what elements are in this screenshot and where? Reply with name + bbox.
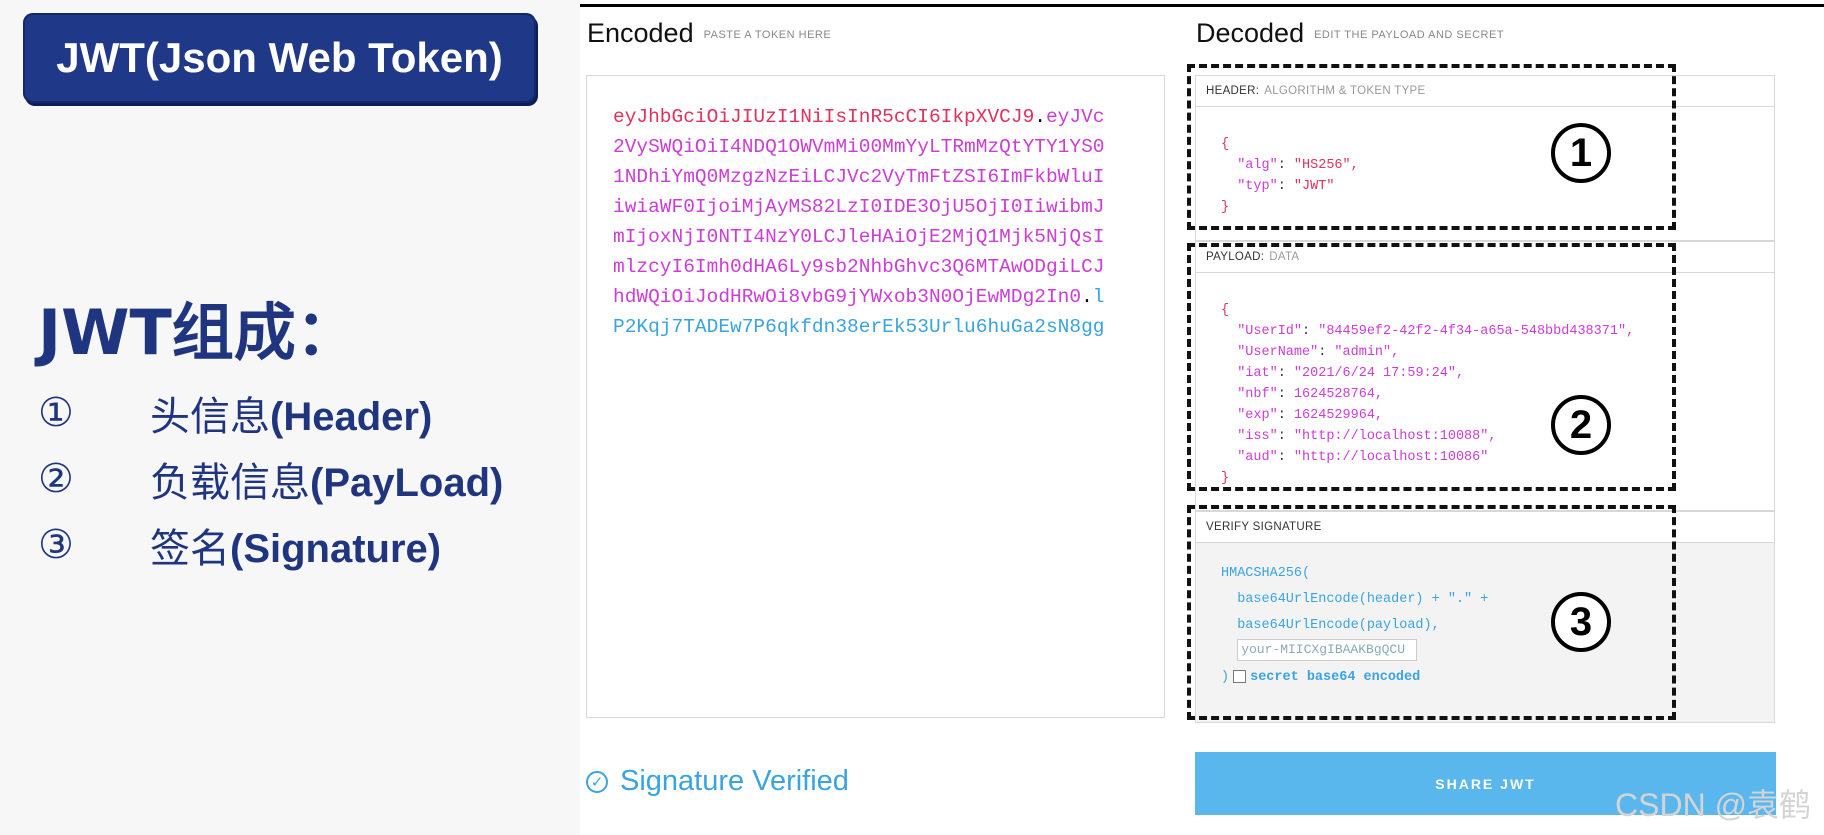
item-number: ③ <box>38 522 74 568</box>
token-header-part: eyJhbGciOiJIUzI1NiIsInR5cCI6IkpXVCJ9 <box>613 106 1035 128</box>
jwt-part-payload: ② 负载信息(PayLoad) <box>38 446 503 512</box>
header-json-editor[interactable]: { "alg": "HS256", "typ": "JWT" } <box>1221 137 1359 215</box>
signature-code: HMACSHA256( base64UrlEncode(header) + ".… <box>1221 566 1489 685</box>
token-payload-part: eyJVc2VySWQiOiI4NDQ1OWVmMi00MmYyLTRmMzQt… <box>613 106 1105 308</box>
item-en: (Header) <box>270 395 433 439</box>
slide-title: JWT(Json Web Token) <box>23 13 536 103</box>
decoded-payload-panel: PAYLOAD:DATA { "UserId": "84459ef2-42f2-… <box>1195 241 1775 511</box>
secret-input[interactable]: your-MIICXgIBAAKBgQCU <box>1237 639 1418 662</box>
slide-left-panel: JWT(Json Web Token) JWT组成： ① 头信息(Header)… <box>0 0 580 835</box>
watermark: CSDN @袁鹤 <box>1615 787 1812 823</box>
encoded-hint: PASTE A TOKEN HERE <box>703 28 832 41</box>
signature-panel-title: VERIFY SIGNATURE <box>1196 512 1774 543</box>
jwt-parts-list: ① 头信息(Header) ② 负载信息(PayLoad) ③ 签名(Signa… <box>38 380 503 578</box>
jwt-heading: JWT组成： <box>38 296 358 369</box>
encoded-token-textarea[interactable]: eyJhbGciOiJIUzI1NiIsInR5cCI6IkpXVCJ9.eyJ… <box>586 75 1165 718</box>
annotation-box-header <box>1187 64 1676 230</box>
item-number: ① <box>38 390 74 436</box>
item-cn: 签名 <box>150 526 230 572</box>
payload-json-editor[interactable]: { "UserId": "84459ef2-42f2-4f34-a65a-548… <box>1221 303 1635 486</box>
verify-signature-panel: VERIFY SIGNATURE HMACSHA256( base64UrlEn… <box>1195 511 1775 723</box>
annotation-box-signature <box>1187 505 1676 720</box>
annotation-box-payload <box>1187 243 1676 491</box>
share-jwt-button[interactable]: SHARE JWT <box>1195 752 1776 815</box>
item-en: (PayLoad) <box>310 461 504 505</box>
payload-panel-title: PAYLOAD:DATA <box>1196 242 1774 273</box>
header-panel-title: HEADER:ALGORITHM & TOKEN TYPE <box>1196 76 1774 107</box>
check-icon: ✓ <box>586 770 608 793</box>
item-en: (Signature) <box>230 527 442 571</box>
top-divider <box>580 4 1824 7</box>
annotation-number-1: 1 <box>1551 123 1611 183</box>
signature-verified-status: ✓ Signature Verified <box>586 765 849 798</box>
annotation-number-2: 2 <box>1551 395 1611 455</box>
item-number: ② <box>38 456 74 502</box>
decoded-hint: EDIT THE PAYLOAD AND SECRET <box>1314 28 1505 41</box>
jwt-part-signature: ③ 签名(Signature) <box>38 512 503 578</box>
token-signature-part: lP2Kqj7TADEw7P6qkfdn38erEk53Urlu6huGa2sN… <box>613 286 1105 338</box>
annotation-number-3: 3 <box>1551 592 1611 652</box>
item-cn: 头信息 <box>150 394 270 440</box>
decoded-header-panel: HEADER:ALGORITHM & TOKEN TYPE { "alg": "… <box>1195 75 1775 241</box>
secret-base64-checkbox[interactable] <box>1233 669 1247 683</box>
item-cn: 负载信息 <box>150 460 310 506</box>
secret-base64-label: secret base64 encoded <box>1250 670 1421 685</box>
encoded-token-text[interactable]: eyJhbGciOiJIUzI1NiIsInR5cCI6IkpXVCJ9.eyJ… <box>613 106 1105 338</box>
jwt-part-header: ① 头信息(Header) <box>38 380 503 446</box>
